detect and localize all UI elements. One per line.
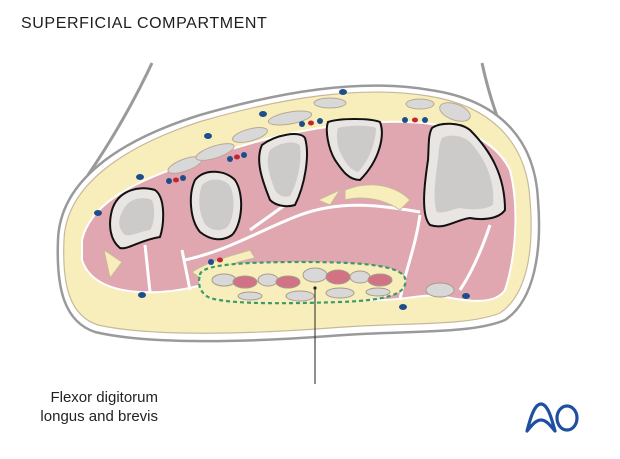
arteries xyxy=(173,117,418,263)
flexor-tendons xyxy=(211,267,455,302)
fat-wedge xyxy=(344,184,411,211)
ao-logo xyxy=(525,402,579,433)
metatarsal-5 xyxy=(423,122,507,228)
veins xyxy=(94,89,470,310)
figure-title: SUPERFICIAL COMPARTMENT xyxy=(21,15,268,32)
annotation-label: Flexor digitorum longus and brevis xyxy=(0,388,158,426)
metatarsal-1 xyxy=(109,187,165,250)
metatarsal-2 xyxy=(189,170,243,241)
skin-contour-left xyxy=(86,62,154,176)
annotation-line-1: Flexor digitorum xyxy=(50,389,158,406)
annotation-line-2: longus and brevis xyxy=(40,408,158,425)
annotation-anchor-dot xyxy=(313,286,317,290)
fat-wedge xyxy=(103,248,123,280)
ao-logo-a xyxy=(525,402,557,433)
fascia-lines xyxy=(143,203,492,301)
ao-logo-o xyxy=(555,404,579,432)
metatarsal-4 xyxy=(325,118,383,182)
fat-wedge xyxy=(316,188,342,206)
metatarsal-3 xyxy=(258,133,308,208)
